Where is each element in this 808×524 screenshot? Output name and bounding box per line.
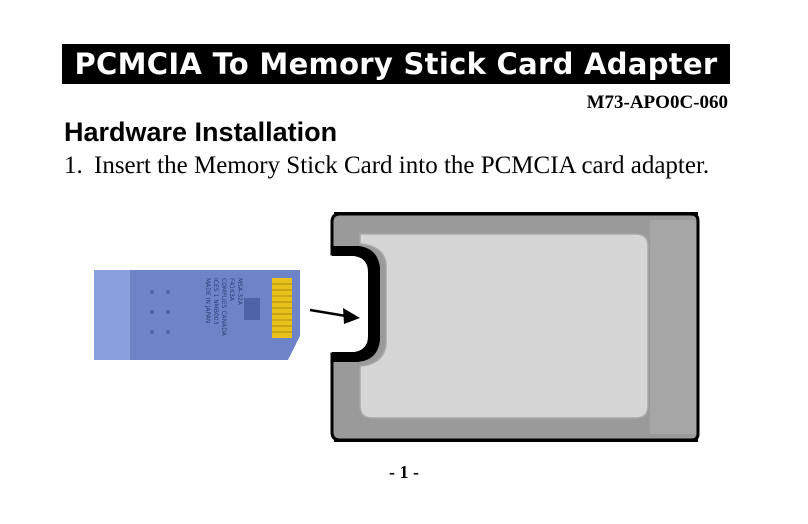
memory-stick-label-line: MSA-32A <box>236 278 243 306</box>
section-heading: Hardware Installation <box>64 117 338 147</box>
memory-stick-dot <box>166 310 170 314</box>
title-bar: PCMCIA To Memory Stick Card Adapter <box>62 44 730 84</box>
model-number: M73-APO0C-060 <box>586 92 728 113</box>
memory-stick-dot <box>150 310 154 314</box>
memory-stick-label-line: COMPLIES CANADA <box>220 278 227 337</box>
memory-stick: MSA-32A F41K3A COMPLIES CANADA ICES 1 NM… <box>94 270 300 360</box>
pcmcia-adapter <box>330 212 700 442</box>
memory-stick-dot <box>150 330 154 334</box>
adapter-inner-panel <box>359 233 649 419</box>
page-number: - 1 - <box>389 462 419 482</box>
installation-illustration: MSA-32A F41K3A COMPLIES CANADA ICES 1 NM… <box>94 212 700 442</box>
document-title: PCMCIA To Memory Stick Card Adapter <box>74 47 718 81</box>
memory-stick-dot <box>166 330 170 334</box>
memory-stick-logo <box>244 298 260 320</box>
memory-stick-label-line: ICES 1 NMB003 <box>212 278 219 325</box>
step-text: Insert the Memory Stick Card into the PC… <box>94 152 710 179</box>
arrow-right-icon <box>309 308 360 324</box>
adapter-slot-edge <box>332 246 380 362</box>
memory-stick-label-line: MADE IN JAPAN <box>204 278 211 323</box>
memory-stick-dot <box>150 290 154 294</box>
memory-stick-label: MSA-32A F41K3A COMPLIES CANADA ICES 1 NM… <box>204 278 243 337</box>
memory-stick-body <box>94 270 300 360</box>
step-number: 1. <box>64 152 83 179</box>
memory-stick-label-line: F41K3A <box>228 278 235 302</box>
memory-stick-edge <box>94 270 130 360</box>
memory-stick-dot <box>166 290 170 294</box>
adapter-side-stripe <box>650 220 696 434</box>
step-1: 1. Insert the Memory Stick Card into the … <box>64 152 709 180</box>
